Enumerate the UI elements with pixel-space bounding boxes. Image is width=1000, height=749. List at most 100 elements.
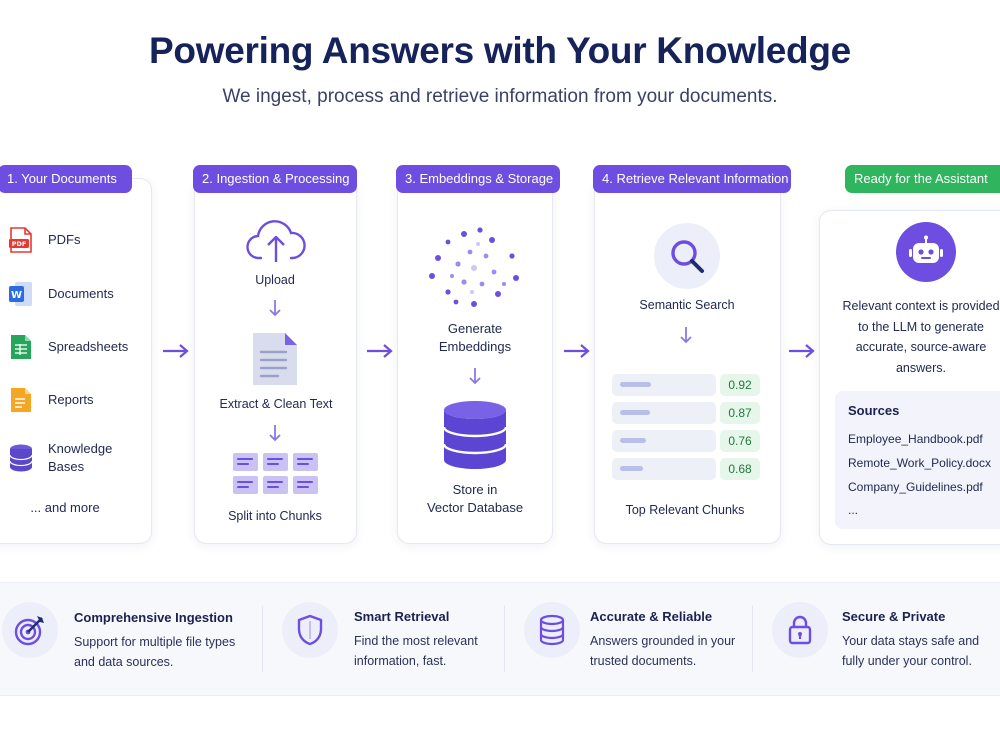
- svg-text:PDF: PDF: [12, 240, 27, 248]
- search-icon: [671, 240, 704, 273]
- down-arrow-icon: [269, 300, 281, 317]
- down-arrow-icon: [469, 368, 481, 385]
- doc-type-spreadsheets: Spreadsheets: [8, 333, 128, 361]
- step-2-label: 2. Ingestion & Processing: [193, 165, 357, 193]
- target-icon: [14, 616, 44, 646]
- doc-type-knowledge-bases: Knowledge Bases: [8, 440, 112, 476]
- svg-text:W: W: [11, 290, 22, 301]
- source-item[interactable]: Remote_Work_Policy.docx: [848, 456, 991, 470]
- feature-title: Accurate & Reliable: [590, 609, 713, 624]
- database-icon: [8, 444, 34, 472]
- doc-type-pdfs: PDF PDFs: [8, 226, 81, 254]
- feature-description: Answers grounded in your trusted documen…: [590, 634, 736, 668]
- chunk-bar-fill: [620, 466, 643, 471]
- cloud-upload-icon: [246, 220, 306, 262]
- pdf-icon: PDF: [8, 226, 34, 254]
- chunk-score: 0.87: [720, 402, 760, 424]
- feature-icon-circle: [524, 602, 580, 658]
- source-item[interactable]: Company_Guidelines.pdf: [848, 480, 983, 494]
- source-item-more: ...: [848, 503, 859, 517]
- feature-divider: [504, 606, 505, 672]
- chunk-bar-fill: [620, 410, 650, 415]
- context-line: answers.: [895, 360, 947, 375]
- spreadsheet-icon: [8, 333, 34, 361]
- feature-icon-circle: [772, 602, 828, 658]
- step-3-label: 3. Embeddings & Storage: [396, 165, 560, 193]
- doc-type-reports: Reports: [8, 386, 94, 414]
- ready-label: Ready for the Assistant: [845, 165, 1000, 193]
- generate-line1: Generate: [447, 321, 503, 336]
- feature-divider: [752, 606, 753, 672]
- chunk-score: 0.68: [720, 458, 760, 480]
- sources-heading: Sources: [848, 403, 900, 418]
- doc-type-label: PDFs: [48, 232, 81, 247]
- extract-label: Extract & Clean Text: [219, 397, 333, 411]
- chunk-score-row: 0.68: [612, 458, 760, 480]
- embeddings-dots-icon: [429, 227, 519, 307]
- semantic-search-label: Semantic Search: [639, 298, 735, 312]
- generate-embeddings-label: Generate Embeddings: [410, 320, 540, 356]
- source-item[interactable]: Employee_Handbook.pdf: [848, 432, 983, 446]
- down-arrow-icon: [680, 327, 692, 344]
- feature-title: Smart Retrieval: [354, 609, 450, 624]
- step-1-label: 1. Your Documents: [0, 165, 132, 193]
- chunk-score-row: 0.92: [612, 374, 760, 396]
- robot-icon-circle: [896, 222, 956, 282]
- doc-type-label: Documents: [48, 286, 114, 301]
- more-doc-types: ... and more: [30, 500, 100, 515]
- lock-icon: [788, 615, 812, 645]
- chunks-grid-icon: [233, 453, 318, 494]
- doc-type-documents: W Documents: [8, 280, 114, 308]
- store-line2: Vector Database: [426, 500, 524, 515]
- down-arrow-icon: [269, 425, 281, 442]
- context-line: Relevant context is provided: [842, 299, 1000, 313]
- split-label: Split into Chunks: [228, 509, 322, 523]
- flow-arrow-icon: [789, 344, 815, 358]
- context-description: Relevant context is provided to the LLM …: [832, 296, 1000, 378]
- chunk-score-row: 0.76: [612, 430, 760, 452]
- report-icon: [8, 386, 34, 414]
- chunk-bar: [612, 402, 716, 424]
- feature-icon-circle: [2, 602, 58, 658]
- feature-title: Secure & Private: [842, 609, 946, 624]
- chunk-bar: [612, 374, 716, 396]
- generate-line2: Embeddings: [438, 339, 512, 354]
- store-label: Store in Vector Database: [410, 481, 540, 517]
- chunk-bar: [612, 430, 716, 452]
- chunk-score: 0.92: [720, 374, 760, 396]
- step-4-label: 4. Retrieve Relevant Information: [593, 165, 791, 193]
- feature-icon-circle: [282, 602, 338, 658]
- shield-icon: [297, 614, 323, 646]
- context-line: accurate, source-aware: [855, 340, 987, 354]
- feature-title: Comprehensive Ingestion: [74, 610, 233, 625]
- feature-description: Find the most relevant information, fast…: [354, 634, 478, 668]
- context-line: to the LLM to generate: [858, 319, 984, 334]
- feature-accuracy: Accurate & Reliable Answers grounded in …: [524, 602, 754, 674]
- feature-security: Secure & Private Your data stays safe an…: [772, 602, 1000, 674]
- flow-arrow-icon: [564, 344, 590, 358]
- chunk-bar-fill: [620, 438, 646, 443]
- doc-type-label: Knowledge Bases: [48, 441, 113, 474]
- chunk-bar: [612, 458, 716, 480]
- search-icon-circle: [654, 223, 720, 289]
- database-icon: [539, 614, 565, 646]
- chunk-score-row: 0.87: [612, 402, 760, 424]
- embeddings-card: [397, 178, 553, 544]
- sources-panel: Sources Employee_Handbook.pdf Remote_Wor…: [835, 391, 1000, 529]
- word-doc-icon: W: [8, 280, 34, 308]
- top-chunks-label: Top Relevant Chunks: [625, 503, 745, 517]
- chunk-score: 0.76: [720, 430, 760, 452]
- feature-divider: [262, 606, 263, 672]
- chunk-bar-fill: [620, 382, 651, 387]
- features-band: [0, 582, 1000, 696]
- flow-arrow-icon: [163, 344, 189, 358]
- feature-retrieval: Smart Retrieval Find the most relevant i…: [282, 602, 502, 674]
- vector-database-icon: [442, 401, 508, 469]
- upload-label: Upload: [255, 273, 295, 287]
- feature-ingestion: Comprehensive Ingestion Support for mult…: [2, 602, 252, 674]
- doc-type-label: Spreadsheets: [48, 339, 129, 354]
- feature-description: Your data stays safe and fully under you…: [842, 634, 980, 668]
- page-subtitle: We ingest, process and retrieve informat…: [222, 86, 778, 107]
- flow-arrow-icon: [367, 344, 393, 358]
- document-text-icon: [253, 333, 297, 385]
